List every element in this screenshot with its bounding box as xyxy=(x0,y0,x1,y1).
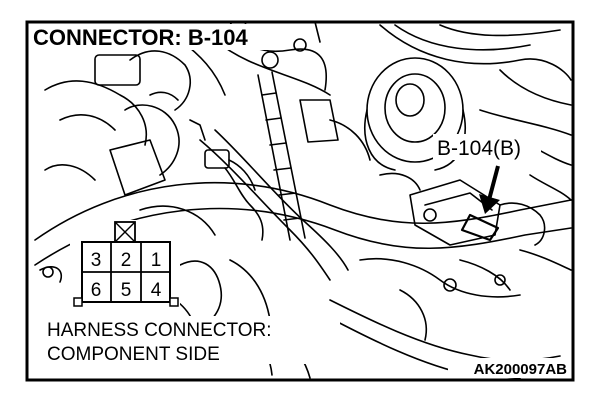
target-sensor xyxy=(409,179,501,246)
pin-5: 5 xyxy=(121,280,132,301)
mounting-rail xyxy=(257,71,306,241)
pin-6: 6 xyxy=(91,280,102,301)
main-hose xyxy=(34,181,572,241)
diagram-title: CONNECTOR: B-104 xyxy=(33,25,249,50)
callout-arrow xyxy=(479,165,500,214)
pin-1: 1 xyxy=(151,250,162,271)
pin-4: 4 xyxy=(151,280,162,301)
callout-label: B-104(B) xyxy=(437,137,521,160)
connector-face: 3 2 1 6 5 4 xyxy=(70,220,180,307)
caption-line-2: COMPONENT SIDE xyxy=(47,344,220,365)
pin-2: 2 xyxy=(121,250,132,271)
pin-3: 3 xyxy=(91,250,102,271)
caption-line-1: HARNESS CONNECTOR: xyxy=(47,320,272,341)
figure-code: AK200097AB xyxy=(474,361,568,378)
